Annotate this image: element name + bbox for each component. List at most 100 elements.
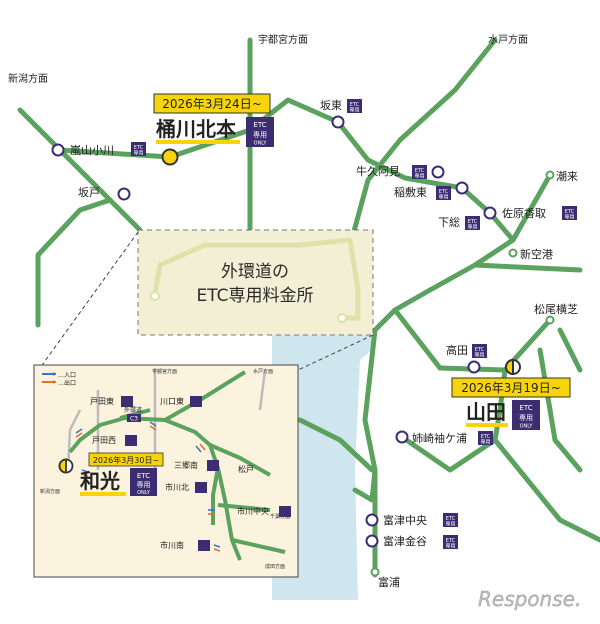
station-bando-label: 坂東 xyxy=(320,99,342,112)
svg-text:専用: 専用 xyxy=(253,130,267,139)
etc-badge-inashiki: ETC専用 xyxy=(436,186,451,201)
road-wide-east xyxy=(537,347,583,473)
inset-direction-niigata: 新潟方面 xyxy=(40,488,60,495)
inset-direction-utsunomiya: 宇都宮方面 xyxy=(152,368,177,375)
svg-text:専用: 専用 xyxy=(519,413,533,422)
svg-text:ETC: ETC xyxy=(439,189,449,195)
road-east-coast xyxy=(372,237,516,333)
station-sakado-marker xyxy=(117,187,131,201)
station-inashiki-higashi-label: 稲敷東 xyxy=(394,185,427,199)
road-tateyama-branch xyxy=(352,467,378,503)
wako-marker xyxy=(58,458,74,474)
svg-text:専用: 専用 xyxy=(349,107,359,114)
svg-text:専用: 専用 xyxy=(445,543,455,550)
inset-station-ichikawa-minami: 市川南 xyxy=(160,540,184,550)
station-itako-label: 潮来 xyxy=(556,169,578,183)
inset-station-toda-higashi: 戸田東 xyxy=(90,396,114,406)
road-chiba-east xyxy=(392,307,443,371)
etc-badge-futtsu-kanaya: ETC専用 xyxy=(443,535,458,550)
svg-text:ETC: ETC xyxy=(481,434,491,440)
etc-badge-anegasaki: ETC専用 xyxy=(478,431,493,446)
okegawa-name: 桶川北本 xyxy=(156,117,236,141)
station-takada-marker xyxy=(467,360,481,374)
road-higashi-kanto xyxy=(510,172,553,243)
station-takada-label: 高田 xyxy=(446,343,468,357)
wako-callout: 2026年3月30日~ 和光 ETC 専用 ONLY xyxy=(80,452,164,496)
outer-ring-box: 外環道の ETC専用料金所 xyxy=(137,229,374,336)
okegawa-date-badge xyxy=(153,93,271,114)
station-shinkuko-marker xyxy=(508,248,518,258)
inset-station-toda-nishi: 戸田西 xyxy=(92,436,116,445)
inset-station-ichikawa-chuo: 市川中央 xyxy=(237,506,269,516)
etc-badge-shimousa: ETC専用 xyxy=(465,216,480,231)
station-shimousa-label: 下総 xyxy=(438,215,460,229)
svg-text:ETC: ETC xyxy=(565,209,575,215)
inset-direction-narita: 成田方面 xyxy=(265,563,285,570)
svg-text:ETC: ETC xyxy=(446,538,456,544)
station-inashiki-higashi-marker xyxy=(455,181,469,195)
direction-niigata: 新潟方面 xyxy=(8,72,48,85)
station-bando-marker xyxy=(331,115,345,129)
okegawa-callout: 2026年3月24日~ 桶川北本 ETC 専用 ONLY xyxy=(153,93,274,147)
inset-legend: …入口 …出口 xyxy=(42,372,76,387)
outer-ring-end-west xyxy=(150,291,160,301)
wako-name: 和光 xyxy=(80,469,120,493)
small-junction-markers xyxy=(370,170,555,577)
yamada-name: 山田 xyxy=(466,400,506,424)
station-arashiyama-ogawa-marker xyxy=(51,143,65,157)
station-matsuo-marker xyxy=(545,315,555,325)
legend-entrance: …入口 xyxy=(58,372,76,379)
station-shinkuko-label: 新空港 xyxy=(520,247,553,261)
yamada-name-underline xyxy=(466,423,508,427)
inset-leader-left xyxy=(39,231,139,369)
station-futtsu-chuo-label: 富津中央 xyxy=(383,513,427,527)
etc-badge-takada: ETC専用 xyxy=(472,344,487,359)
road-ken-o-to-yamada xyxy=(437,317,553,373)
outer-ring-title-line2: ETC専用料金所 xyxy=(197,286,314,306)
direction-utsunomiya: 宇都宮方面 xyxy=(258,33,308,46)
svg-text:専用: 専用 xyxy=(438,194,448,201)
svg-text:ETC: ETC xyxy=(350,102,360,108)
svg-text:ONLY: ONLY xyxy=(520,424,534,430)
station-shimousa-marker xyxy=(483,206,497,220)
outer-ring-road xyxy=(152,237,361,321)
road-south-east xyxy=(492,437,600,543)
svg-text:ETC: ETC xyxy=(415,168,425,174)
station-itako-marker xyxy=(545,170,555,180)
station-ushiku-ami-label: 牛久阿見 xyxy=(356,164,400,178)
inset-etc-badges xyxy=(121,396,291,551)
outer-ring-title-line1: 外環道の xyxy=(221,262,289,282)
station-sakado-label: 坂戸 xyxy=(78,186,100,199)
inset-c3-label: C3 xyxy=(130,416,138,423)
station-futtsu-chuo-marker xyxy=(365,513,379,527)
etc-badge-futtsu-chuo: ETC専用 xyxy=(443,513,458,528)
station-tomiura-marker xyxy=(370,567,380,577)
inset-station-ichikawa-kita: 市川北 xyxy=(165,482,189,492)
svg-text:専用: 専用 xyxy=(474,352,484,359)
svg-text:ETC: ETC xyxy=(134,145,144,151)
svg-text:ETC: ETC xyxy=(137,472,150,480)
wako-etc-badge: ETC 専用 ONLY xyxy=(130,468,157,496)
road-sea-link xyxy=(557,327,583,373)
svg-text:専用: 専用 xyxy=(564,214,574,221)
inset-frame xyxy=(33,364,299,578)
svg-text:専用: 専用 xyxy=(414,173,424,180)
okegawa-date: 2026年3月24日~ xyxy=(162,97,262,111)
svg-text:専用: 専用 xyxy=(137,480,151,489)
svg-text:専用: 専用 xyxy=(467,224,477,231)
station-sawara-katori-label: 佐原香取 xyxy=(502,206,546,220)
station-arashiyama-ogawa-label: 嵐山小川 xyxy=(70,144,114,157)
svg-text:ONLY: ONLY xyxy=(254,141,268,147)
svg-text:ETC: ETC xyxy=(468,219,478,225)
svg-text:ONLY: ONLY xyxy=(137,490,151,496)
svg-text:専用: 専用 xyxy=(480,439,490,446)
yamada-marker xyxy=(505,358,521,376)
response-watermark: Response. xyxy=(478,587,581,611)
etc-badge-sawara: ETC専用 xyxy=(562,206,577,221)
station-futtsu-kanaya-marker xyxy=(365,534,379,548)
road-joban xyxy=(350,37,498,238)
svg-text:ETC: ETC xyxy=(446,516,456,522)
wako-name-underline xyxy=(80,492,126,496)
svg-text:専用: 専用 xyxy=(133,150,143,157)
